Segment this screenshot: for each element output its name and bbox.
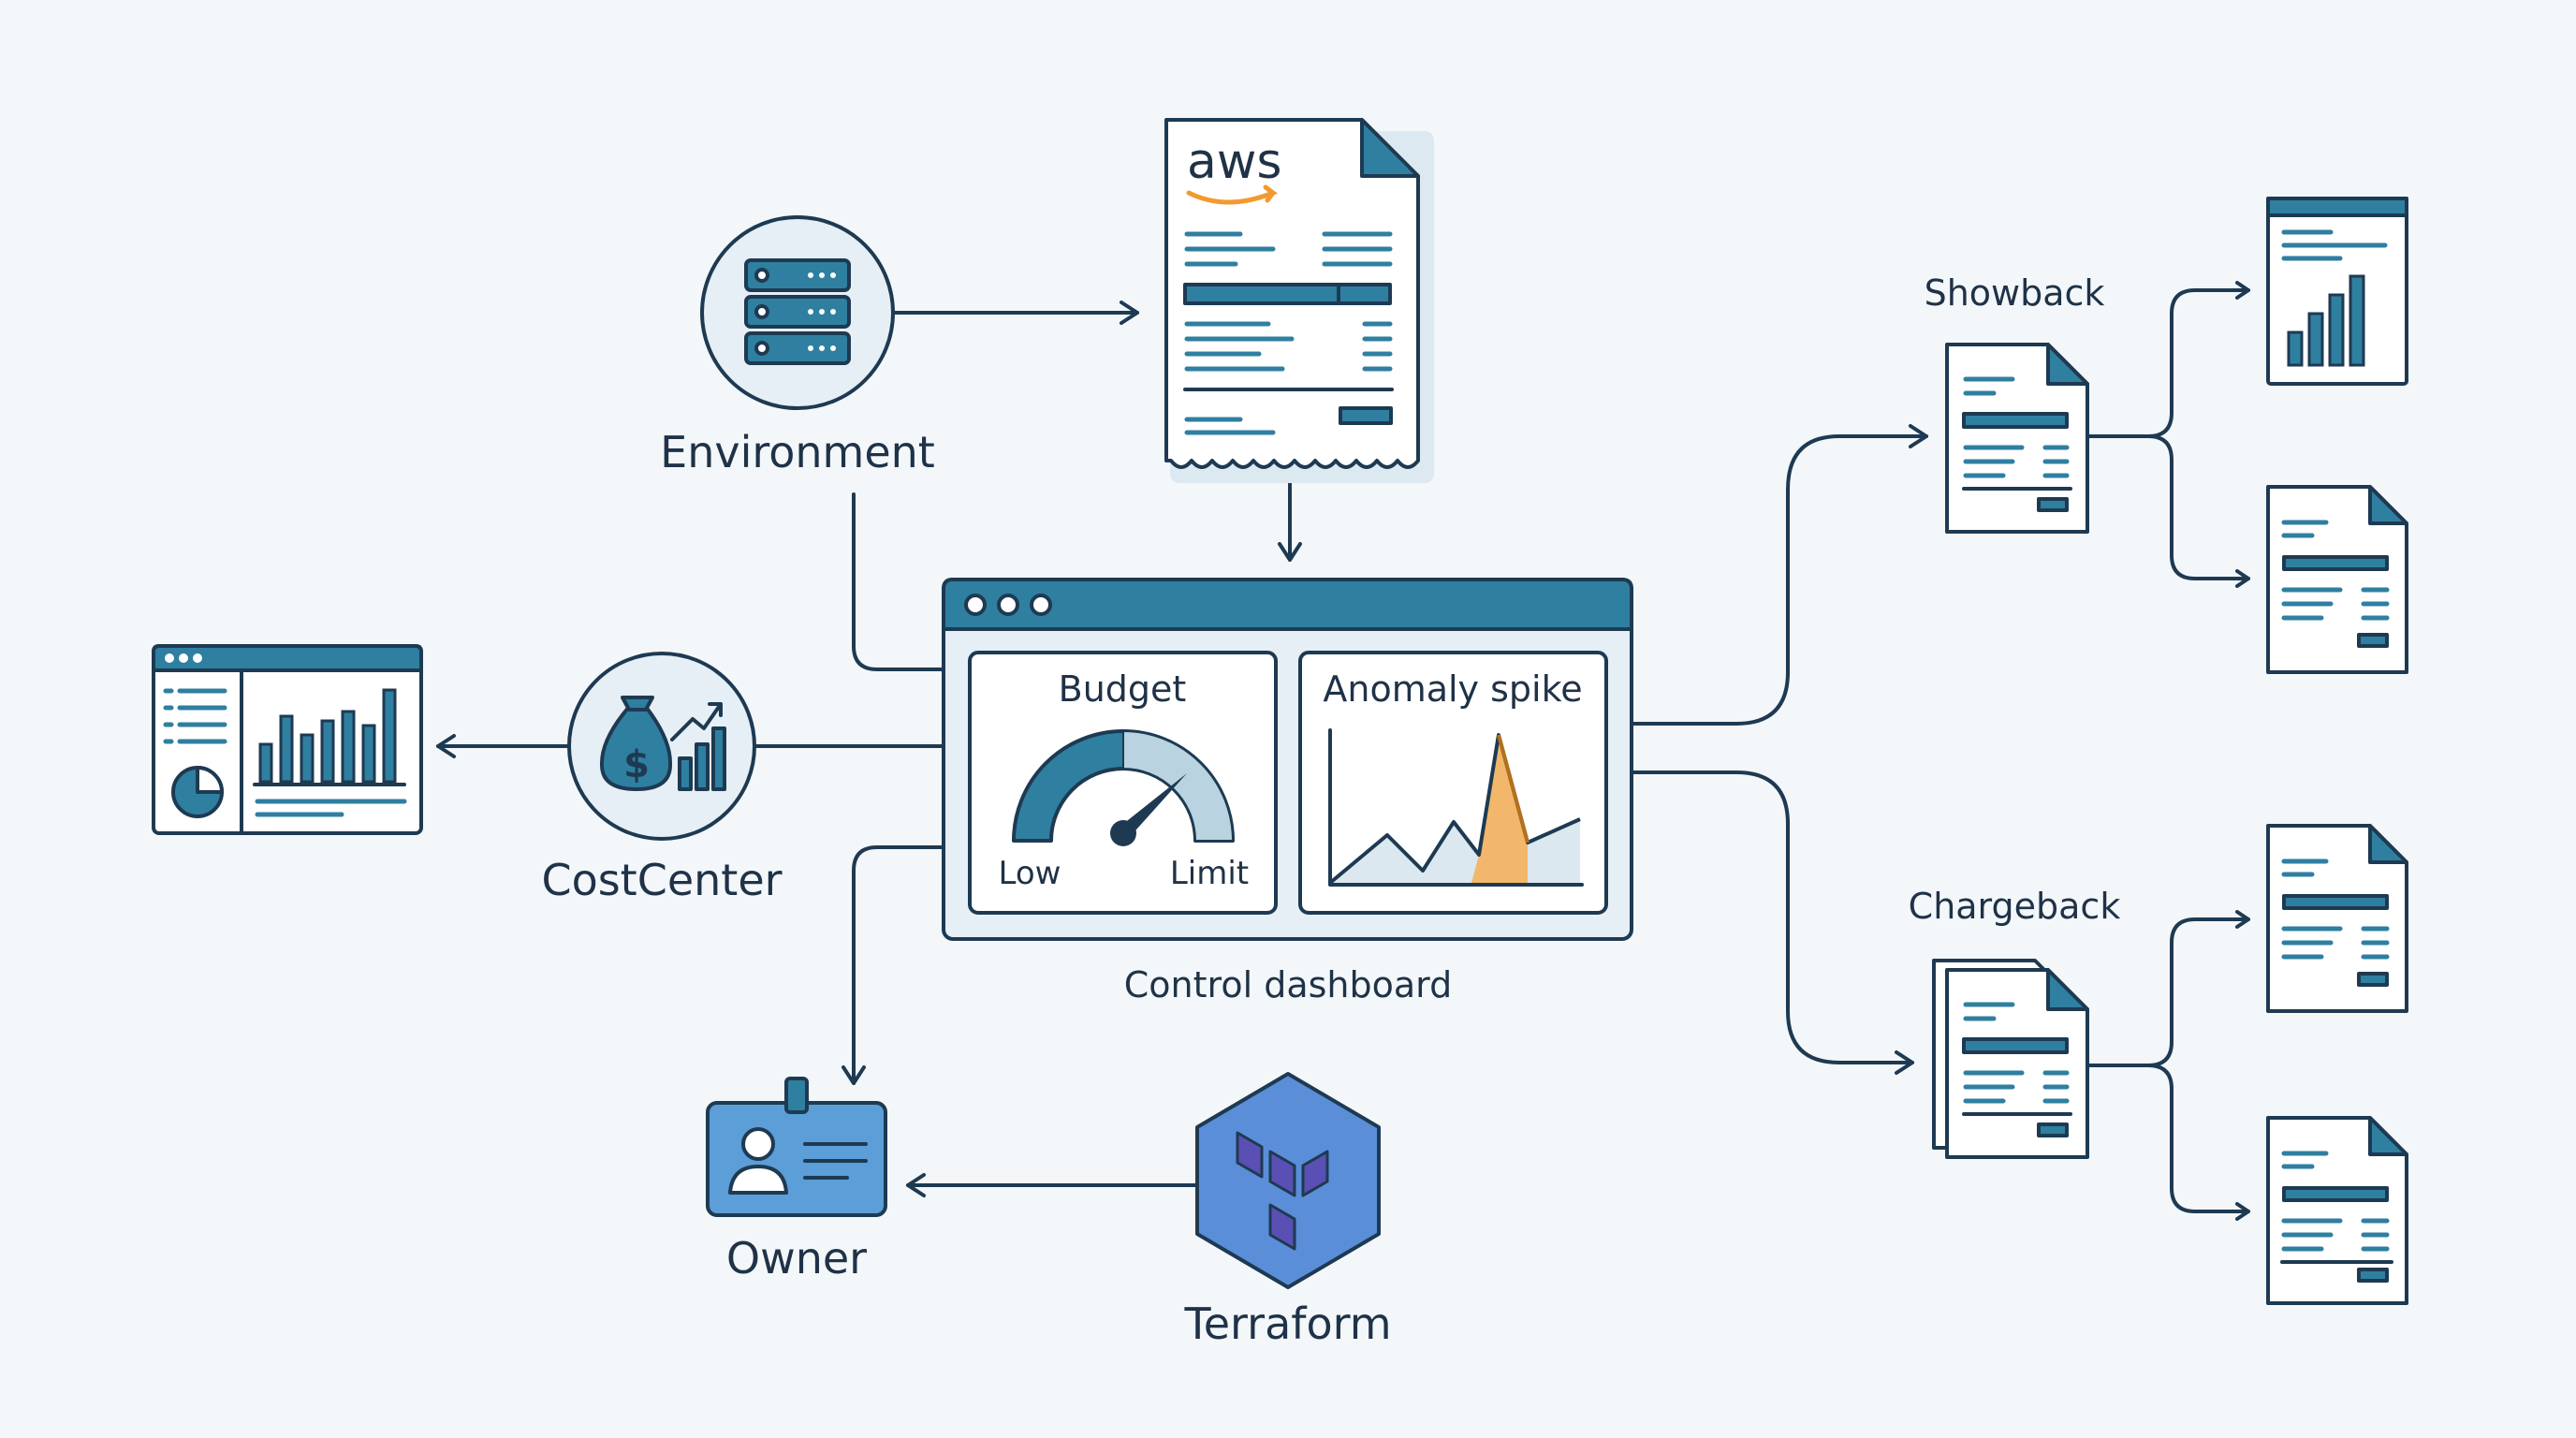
pie-chart-icon [171, 766, 224, 818]
chargeback-label: Chargeback [1909, 886, 2121, 927]
chargeback-node: Chargeback [1909, 886, 2121, 1159]
showback-label: Showback [1925, 272, 2105, 314]
anomaly-panel: Anomaly spike [1298, 651, 1608, 915]
anomaly-title: Anomaly spike [1323, 668, 1582, 710]
dashboard-titlebar [942, 578, 1633, 631]
owner-node: Owner [706, 1077, 887, 1284]
gauge-needle [1119, 773, 1187, 838]
chargeback-report-document-1 [2266, 824, 2408, 1013]
anomaly-axes [1328, 728, 1584, 887]
line-environment-to-dashboard [852, 492, 945, 671]
aws-invoice: aws [1164, 118, 1434, 483]
cost-report-window [152, 644, 423, 835]
costcenter-label: CostCenter [541, 855, 782, 905]
arrow-chargeback-report-1 [2146, 910, 2250, 1067]
report-bar-chart [253, 688, 407, 817]
showback-report-chart [2266, 197, 2408, 386]
owner-label: Owner [726, 1233, 867, 1284]
costcenter-node: $ CostCenter [541, 652, 783, 905]
money-bag-growth-icon: $ [599, 696, 726, 791]
gauge-low-label: Low [999, 855, 1061, 892]
budget-panel: Budget Low Limit [968, 651, 1278, 915]
arrow-chargeback-report-2 [2146, 1064, 2250, 1221]
control-dashboard: Budget Low Limit Anomaly spike Control d… [942, 578, 1633, 1005]
showback-report-document [2266, 485, 2408, 674]
terraform-label: Terraform [1183, 1299, 1391, 1349]
showback-node: Showback [1925, 272, 2105, 534]
chargeback-report-document-2 [2266, 1116, 2408, 1305]
environment-label: Environment [660, 427, 935, 477]
arrow-dashboard-to-owner [842, 845, 945, 1085]
arrow-dashboard-to-showback [1632, 424, 1928, 726]
gauge-limit-zone [1122, 729, 1235, 842]
arrow-showback-report-1 [2146, 281, 2250, 438]
arrow-dashboard-to-chargeback [1632, 770, 1914, 1075]
anomaly-spike-highlight [1471, 735, 1528, 883]
svg-text:$: $ [623, 743, 650, 786]
invoice-lines [1183, 231, 1394, 435]
control-dashboard-label: Control dashboard [1124, 964, 1452, 1005]
gauge-limit-label: Limit [1170, 855, 1249, 892]
server-rack-icon [744, 258, 851, 365]
terraform-node: Terraform [1183, 1072, 1392, 1349]
budget-title: Budget [1059, 668, 1187, 710]
badge-clip [784, 1077, 809, 1114]
arrow-showback-report-2 [2146, 434, 2250, 588]
report-sidebar-lines [163, 688, 227, 744]
aws-smile-icon [1186, 184, 1279, 205]
environment-node: Environment [660, 215, 935, 477]
gauge-hub [1110, 820, 1136, 846]
aws-logo-text: aws [1187, 134, 1282, 190]
window-control-dots [964, 594, 1052, 616]
connectors [436, 281, 2250, 1221]
invoice-fold [1360, 118, 1420, 178]
terraform-logo-icon [1236, 1131, 1329, 1251]
